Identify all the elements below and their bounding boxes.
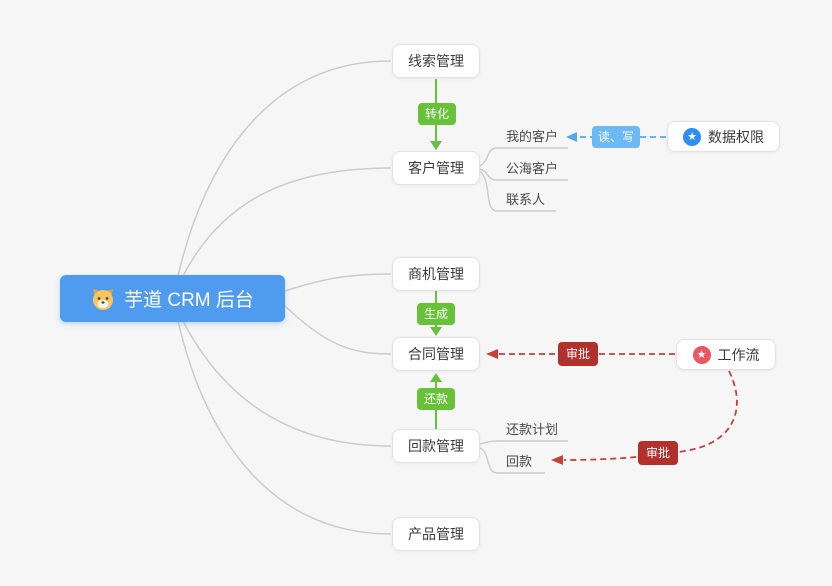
node-contracts-label: 合同管理 (408, 346, 464, 362)
child-my-customers: 我的客户 (506, 129, 559, 144)
node-products: 产品管理 (392, 517, 480, 551)
edge-root-products (177, 320, 392, 535)
edge-customers-public-customers (479, 168, 568, 181)
dog-emoji-icon (93, 288, 114, 310)
node-customers: 客户管理 (392, 151, 480, 185)
arrowhead-receivables-to-contracts (430, 373, 442, 382)
node-products-label: 产品管理 (408, 526, 464, 542)
arrowhead-business-to-contracts (430, 327, 442, 336)
arrowhead-workflow-to-contracts (486, 349, 498, 359)
edge-root-contracts (284, 305, 392, 355)
edge-root-leads (177, 60, 392, 277)
node-receivables: 回款管理 (392, 429, 480, 463)
node-workflow: ★ 工作流 (676, 339, 776, 370)
edge-root-business (284, 273, 392, 292)
node-data-permission: ★ 数据权限 (667, 121, 780, 152)
node-data-permission-label: 数据权限 (708, 128, 764, 145)
node-leads: 线索管理 (392, 44, 480, 78)
arrowhead-datapermission-to-mycustomers (566, 132, 577, 142)
arrow-workflow-to-repayment (563, 370, 738, 461)
edge-customers-my-customers (479, 147, 568, 167)
badge-read-write: 读、写 (592, 126, 640, 148)
edge-receivables-repayment-plan (479, 440, 568, 445)
workflow-star-icon: ★ (692, 345, 711, 364)
badge-approve-receivable: 审批 (638, 441, 678, 465)
edge-root-customers (182, 167, 392, 277)
child-contacts: 联系人 (506, 192, 546, 207)
badge-generate: 生成 (417, 303, 455, 325)
root-node-crm-backend: 芋道 CRM 后台 (60, 275, 285, 322)
edge-customers-contacts (479, 170, 556, 212)
node-workflow-label: 工作流 (717, 346, 760, 363)
child-repayment: 回款 (506, 454, 533, 469)
data-permission-star-icon: ★ (683, 127, 701, 146)
child-public-customers: 公海客户 (506, 161, 559, 176)
badge-repay: 还款 (417, 388, 455, 410)
edge-receivables-repayment (479, 447, 545, 474)
child-repayment-plan: 还款计划 (506, 422, 559, 437)
root-node-label: 芋道 CRM 后台 (124, 290, 254, 311)
arrowhead-workflow-to-repayment (551, 455, 563, 465)
node-customers-label: 客户管理 (408, 160, 464, 176)
arrowhead-leads-to-customers (430, 141, 442, 150)
badge-convert: 转化 (418, 103, 456, 125)
node-receivables-label: 回款管理 (408, 438, 464, 454)
node-business: 商机管理 (392, 257, 480, 291)
edge-root-receivables (182, 320, 392, 447)
node-leads-label: 线索管理 (408, 53, 464, 69)
node-contracts: 合同管理 (392, 337, 480, 371)
node-business-label: 商机管理 (408, 266, 464, 282)
badge-approve-contract: 审批 (558, 342, 598, 366)
